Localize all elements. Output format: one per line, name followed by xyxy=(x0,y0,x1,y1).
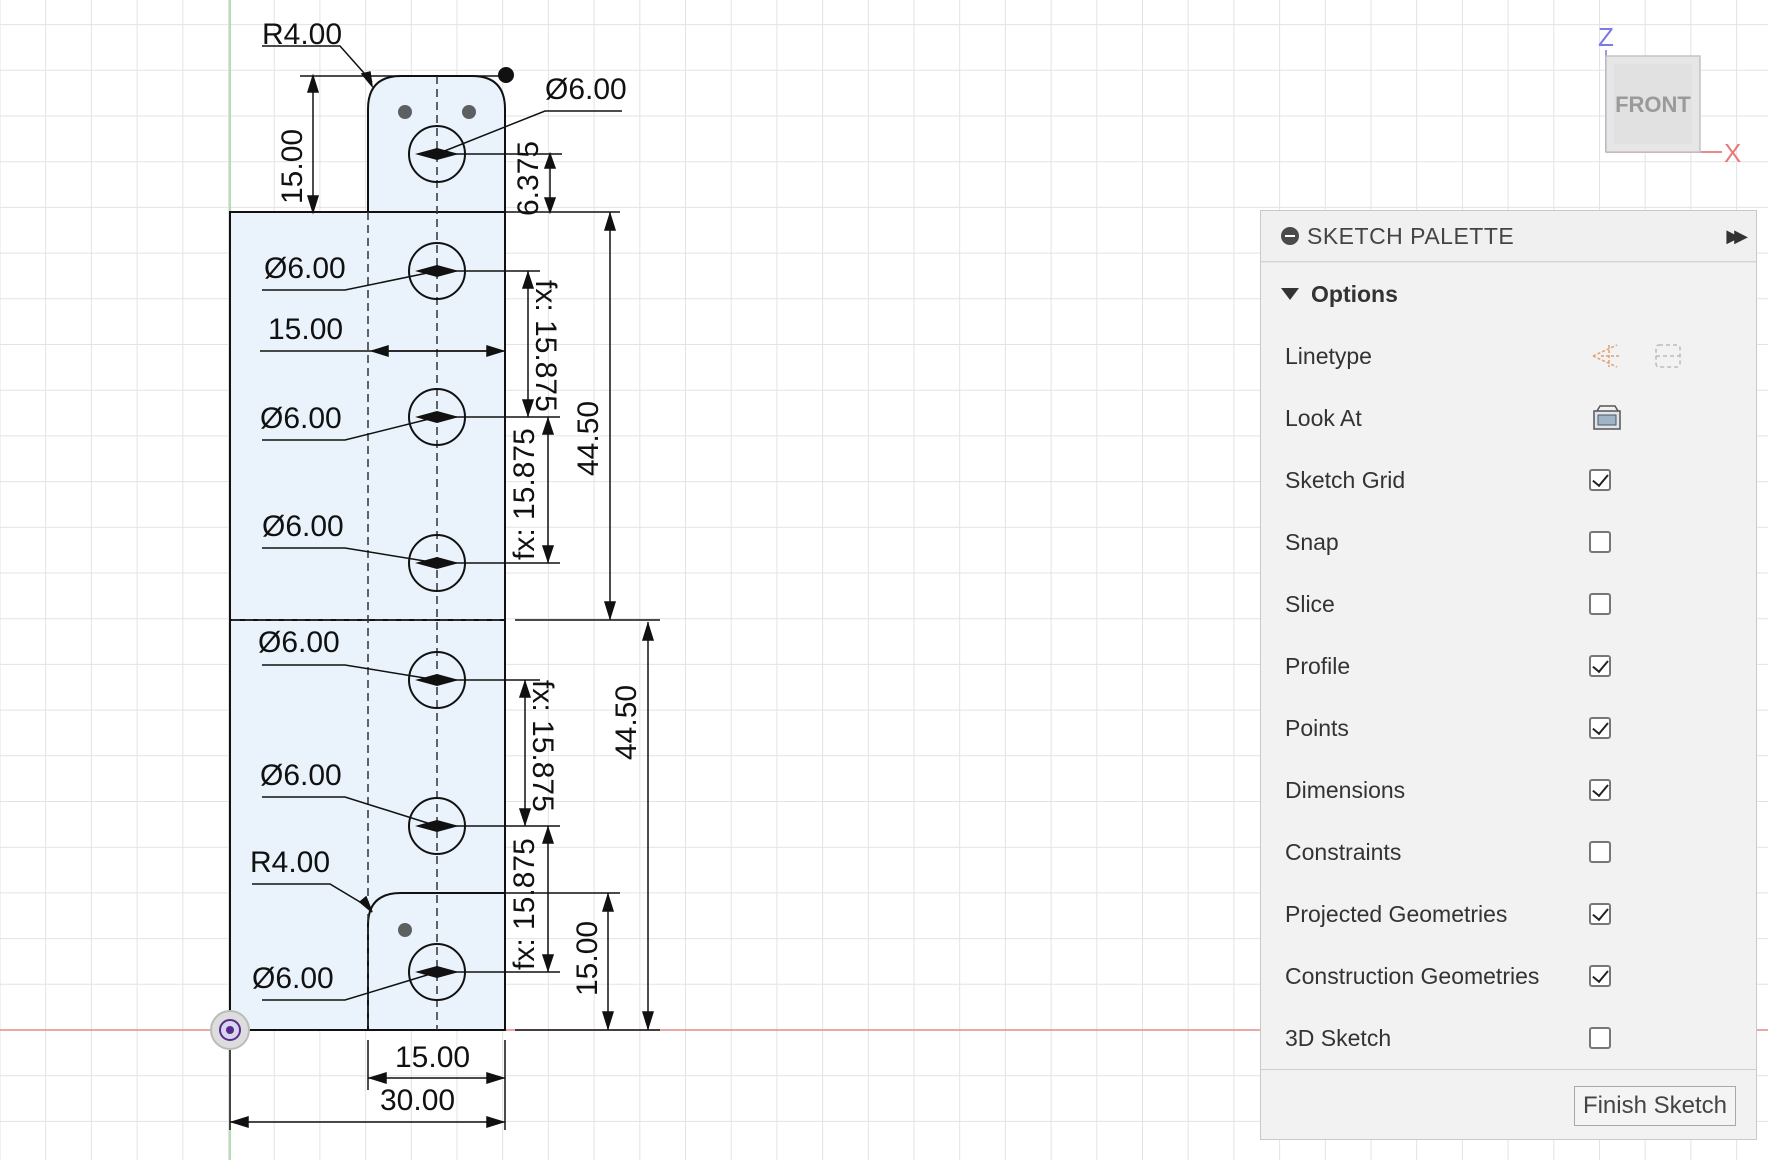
dim-hole5-diameter[interactable]: Ø6.00 xyxy=(258,626,340,659)
selected-point xyxy=(498,67,514,83)
dim-spacing-3[interactable]: fx: 15.875 xyxy=(526,680,559,812)
dim-bottom-inner-width[interactable]: 15.00 xyxy=(395,1041,470,1074)
dim-bottom-hole-diameter[interactable]: Ø6.00 xyxy=(252,962,334,995)
option-profile: Profile xyxy=(1261,635,1756,697)
dim-hole6-diameter[interactable]: Ø6.00 xyxy=(260,759,342,792)
option-label: 3D Sketch xyxy=(1285,1024,1392,1051)
option-label: Dimensions xyxy=(1285,776,1406,803)
option-control xyxy=(1589,339,1685,373)
checkbox[interactable] xyxy=(1589,779,1611,801)
checkbox[interactable] xyxy=(1589,469,1611,491)
option-control xyxy=(1589,965,1611,987)
dim-top-tab-radius[interactable]: R4.00 xyxy=(262,18,342,51)
option-control xyxy=(1589,717,1611,739)
expand-icon[interactable]: ▶▶ xyxy=(1726,225,1748,246)
dim-bottom-tab-radius[interactable]: R4.00 xyxy=(250,846,330,879)
checkbox[interactable] xyxy=(1589,903,1611,925)
checkbox[interactable] xyxy=(1589,531,1611,553)
option-label: Slice xyxy=(1285,590,1335,617)
option-control xyxy=(1589,469,1611,491)
dim-spacing-2[interactable]: fx: 15.875 xyxy=(508,428,541,560)
dimension-lines xyxy=(229,45,660,1130)
option-control xyxy=(1589,1027,1611,1049)
front-face-label: FRONT xyxy=(1615,92,1691,117)
palette-header: SKETCH PALETTE ▶▶ xyxy=(1261,211,1756,262)
option-label: Constraints xyxy=(1285,838,1402,865)
checkbox[interactable] xyxy=(1589,965,1611,987)
view-cube[interactable]: Z X FRONT xyxy=(1580,10,1768,170)
checkbox[interactable] xyxy=(1589,593,1611,615)
palette-title: SKETCH PALETTE xyxy=(1307,222,1515,249)
construction-linetype-icon[interactable] xyxy=(1589,339,1623,373)
option-constraints: Constraints xyxy=(1261,821,1756,883)
origin-icon[interactable] xyxy=(210,1010,250,1050)
dim-hole3-diameter[interactable]: Ø6.00 xyxy=(260,402,342,435)
dim-bottom-tab-height[interactable]: 15.00 xyxy=(571,921,604,996)
option-snap: Snap xyxy=(1261,511,1756,573)
option-sketch-grid: Sketch Grid xyxy=(1261,449,1756,511)
option-control xyxy=(1589,401,1623,435)
dim-top-hole-diameter[interactable]: Ø6.00 xyxy=(545,73,627,106)
option-look-at: Look At xyxy=(1261,387,1756,449)
option-projected-geometries: Projected Geometries xyxy=(1261,883,1756,945)
option-label: Profile xyxy=(1285,652,1351,679)
dim-spacing-1[interactable]: fx: 15.875 xyxy=(529,280,562,412)
option-control xyxy=(1589,779,1611,801)
option-3d-sketch: 3D Sketch xyxy=(1261,1007,1756,1069)
construction-lines xyxy=(232,76,503,1030)
dim-overall-width[interactable]: 30.00 xyxy=(380,1084,455,1117)
option-label: Sketch Grid xyxy=(1285,466,1406,493)
option-control xyxy=(1589,655,1611,677)
palette-footer: Finish Sketch xyxy=(1261,1069,1756,1142)
option-control xyxy=(1589,903,1611,925)
checkbox[interactable] xyxy=(1589,655,1611,677)
option-linetype: Linetype xyxy=(1261,325,1756,387)
dim-upper-half-height[interactable]: 44.50 xyxy=(572,401,605,476)
option-control xyxy=(1589,593,1611,615)
option-label: Linetype xyxy=(1285,342,1372,369)
dim-spacing-4[interactable]: fx: 15.875 xyxy=(508,838,541,970)
dim-hole4-diameter[interactable]: Ø6.00 xyxy=(262,510,344,543)
option-points: Points xyxy=(1261,697,1756,759)
dim-hole2-diameter[interactable]: Ø6.00 xyxy=(264,252,346,285)
checkbox[interactable] xyxy=(1589,717,1611,739)
look-at-icon[interactable] xyxy=(1589,401,1623,435)
collapse-icon[interactable] xyxy=(1281,227,1299,245)
option-dimensions: Dimensions xyxy=(1261,759,1756,821)
option-label: Points xyxy=(1285,714,1349,741)
dimension-labels[interactable]: R4.00 15.00 Ø6.00 6.375 Ø6.00 15.00 fx: … xyxy=(250,18,643,1117)
sketch-points xyxy=(398,67,514,937)
option-control xyxy=(1589,531,1611,553)
z-axis-label: Z xyxy=(1598,22,1614,52)
options-label: Options xyxy=(1311,280,1398,307)
option-control xyxy=(1589,841,1611,863)
checkbox[interactable] xyxy=(1589,841,1611,863)
checkbox[interactable] xyxy=(1589,1027,1611,1049)
options-header[interactable]: Options xyxy=(1261,262,1756,325)
option-label: Look At xyxy=(1285,404,1362,431)
option-construction-geometries: Construction Geometries xyxy=(1261,945,1756,1007)
bottom-tab-profile[interactable] xyxy=(367,892,505,1030)
dim-top-hole-offset[interactable]: 6.375 xyxy=(512,141,545,216)
option-label: Snap xyxy=(1285,528,1339,555)
x-axis-label: X xyxy=(1724,138,1741,168)
option-slice: Slice xyxy=(1261,573,1756,635)
dim-lower-half-height[interactable]: 44.50 xyxy=(610,685,643,760)
finish-sketch-button[interactable]: Finish Sketch xyxy=(1573,1086,1736,1126)
option-label: Projected Geometries xyxy=(1285,900,1508,927)
dim-top-tab-height[interactable]: 15.00 xyxy=(276,129,309,204)
disclosure-triangle-icon[interactable] xyxy=(1281,288,1299,300)
dim-inner-width[interactable]: 15.00 xyxy=(268,313,343,346)
centerline-linetype-icon[interactable] xyxy=(1651,339,1685,373)
option-label: Construction Geometries xyxy=(1285,962,1540,989)
